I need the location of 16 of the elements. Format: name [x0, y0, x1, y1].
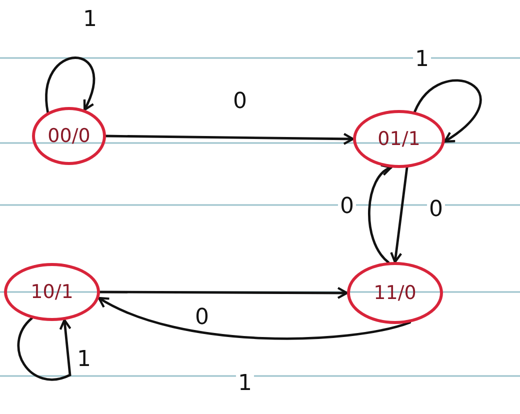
state-label: 10/1: [30, 281, 74, 303]
state-circle: [4, 263, 100, 321]
transition-arrow: [368, 166, 392, 264]
state-circle: [347, 262, 443, 324]
transition-arrow: [17, 317, 72, 381]
transition-arrow: [414, 79, 482, 143]
state-label: 11/0: [374, 282, 416, 304]
state-circle: [353, 110, 445, 168]
transition-arrow: [98, 296, 412, 340]
state-label: 01/1: [378, 128, 420, 150]
state-circle: [32, 107, 106, 165]
transition-arrow: [45, 56, 96, 114]
state-label: 00/0: [48, 125, 90, 147]
transition-arrow: [98, 286, 348, 300]
transition-arrow: [104, 132, 354, 145]
transition-arrow: [390, 166, 408, 264]
